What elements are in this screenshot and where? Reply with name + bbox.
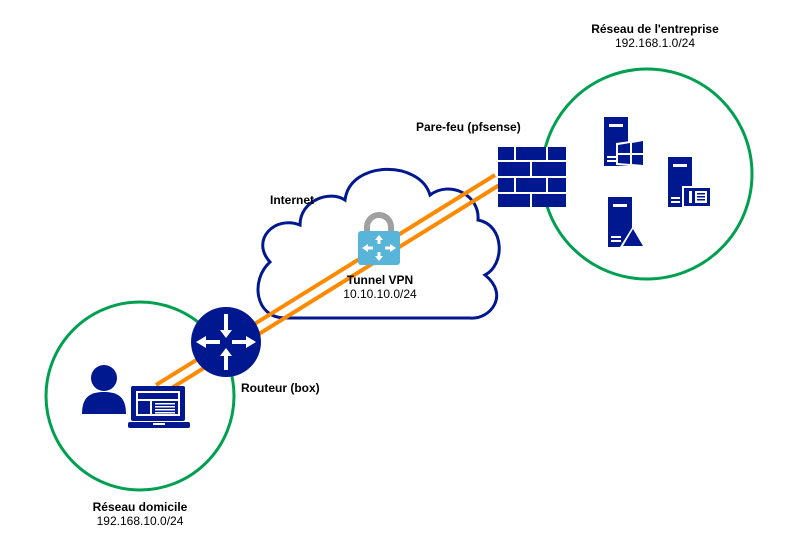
vpn-lock-icon[interactable] (358, 212, 400, 265)
linux-server-icon[interactable] (608, 197, 646, 247)
internet-label: Internet (270, 193, 315, 207)
enterprise-network-label: Réseau de l'entreprise 192.168.1.0/24 (560, 22, 750, 50)
router-icon[interactable] (191, 307, 261, 377)
enterprise-network-circle (540, 67, 754, 281)
laptop-icon[interactable] (128, 386, 190, 428)
enterprise-network-subnet: 192.168.1.0/24 (614, 36, 696, 50)
windows-server-icon[interactable] (604, 117, 645, 167)
vpn-title: Tunnel VPN (346, 273, 414, 287)
vpn-label: Tunnel VPN 10.10.10.0/24 (330, 273, 430, 301)
router-label: Routeur (box) (241, 381, 320, 395)
web-server-icon[interactable] (668, 157, 712, 208)
home-network-label: Réseau domicile 192.168.10.0/24 (70, 500, 210, 528)
vpn-subnet: 10.10.10.0/24 (343, 287, 417, 301)
home-network-title: Réseau domicile (92, 500, 188, 514)
enterprise-network-title: Réseau de l'entreprise (591, 22, 719, 36)
home-network-subnet: 192.168.10.0/24 (96, 514, 184, 528)
user-icon (82, 365, 126, 414)
home-network-circle (44, 300, 236, 492)
firewall-icon[interactable] (498, 147, 566, 207)
firewall-label: Pare-feu (pfsense) (416, 120, 521, 134)
